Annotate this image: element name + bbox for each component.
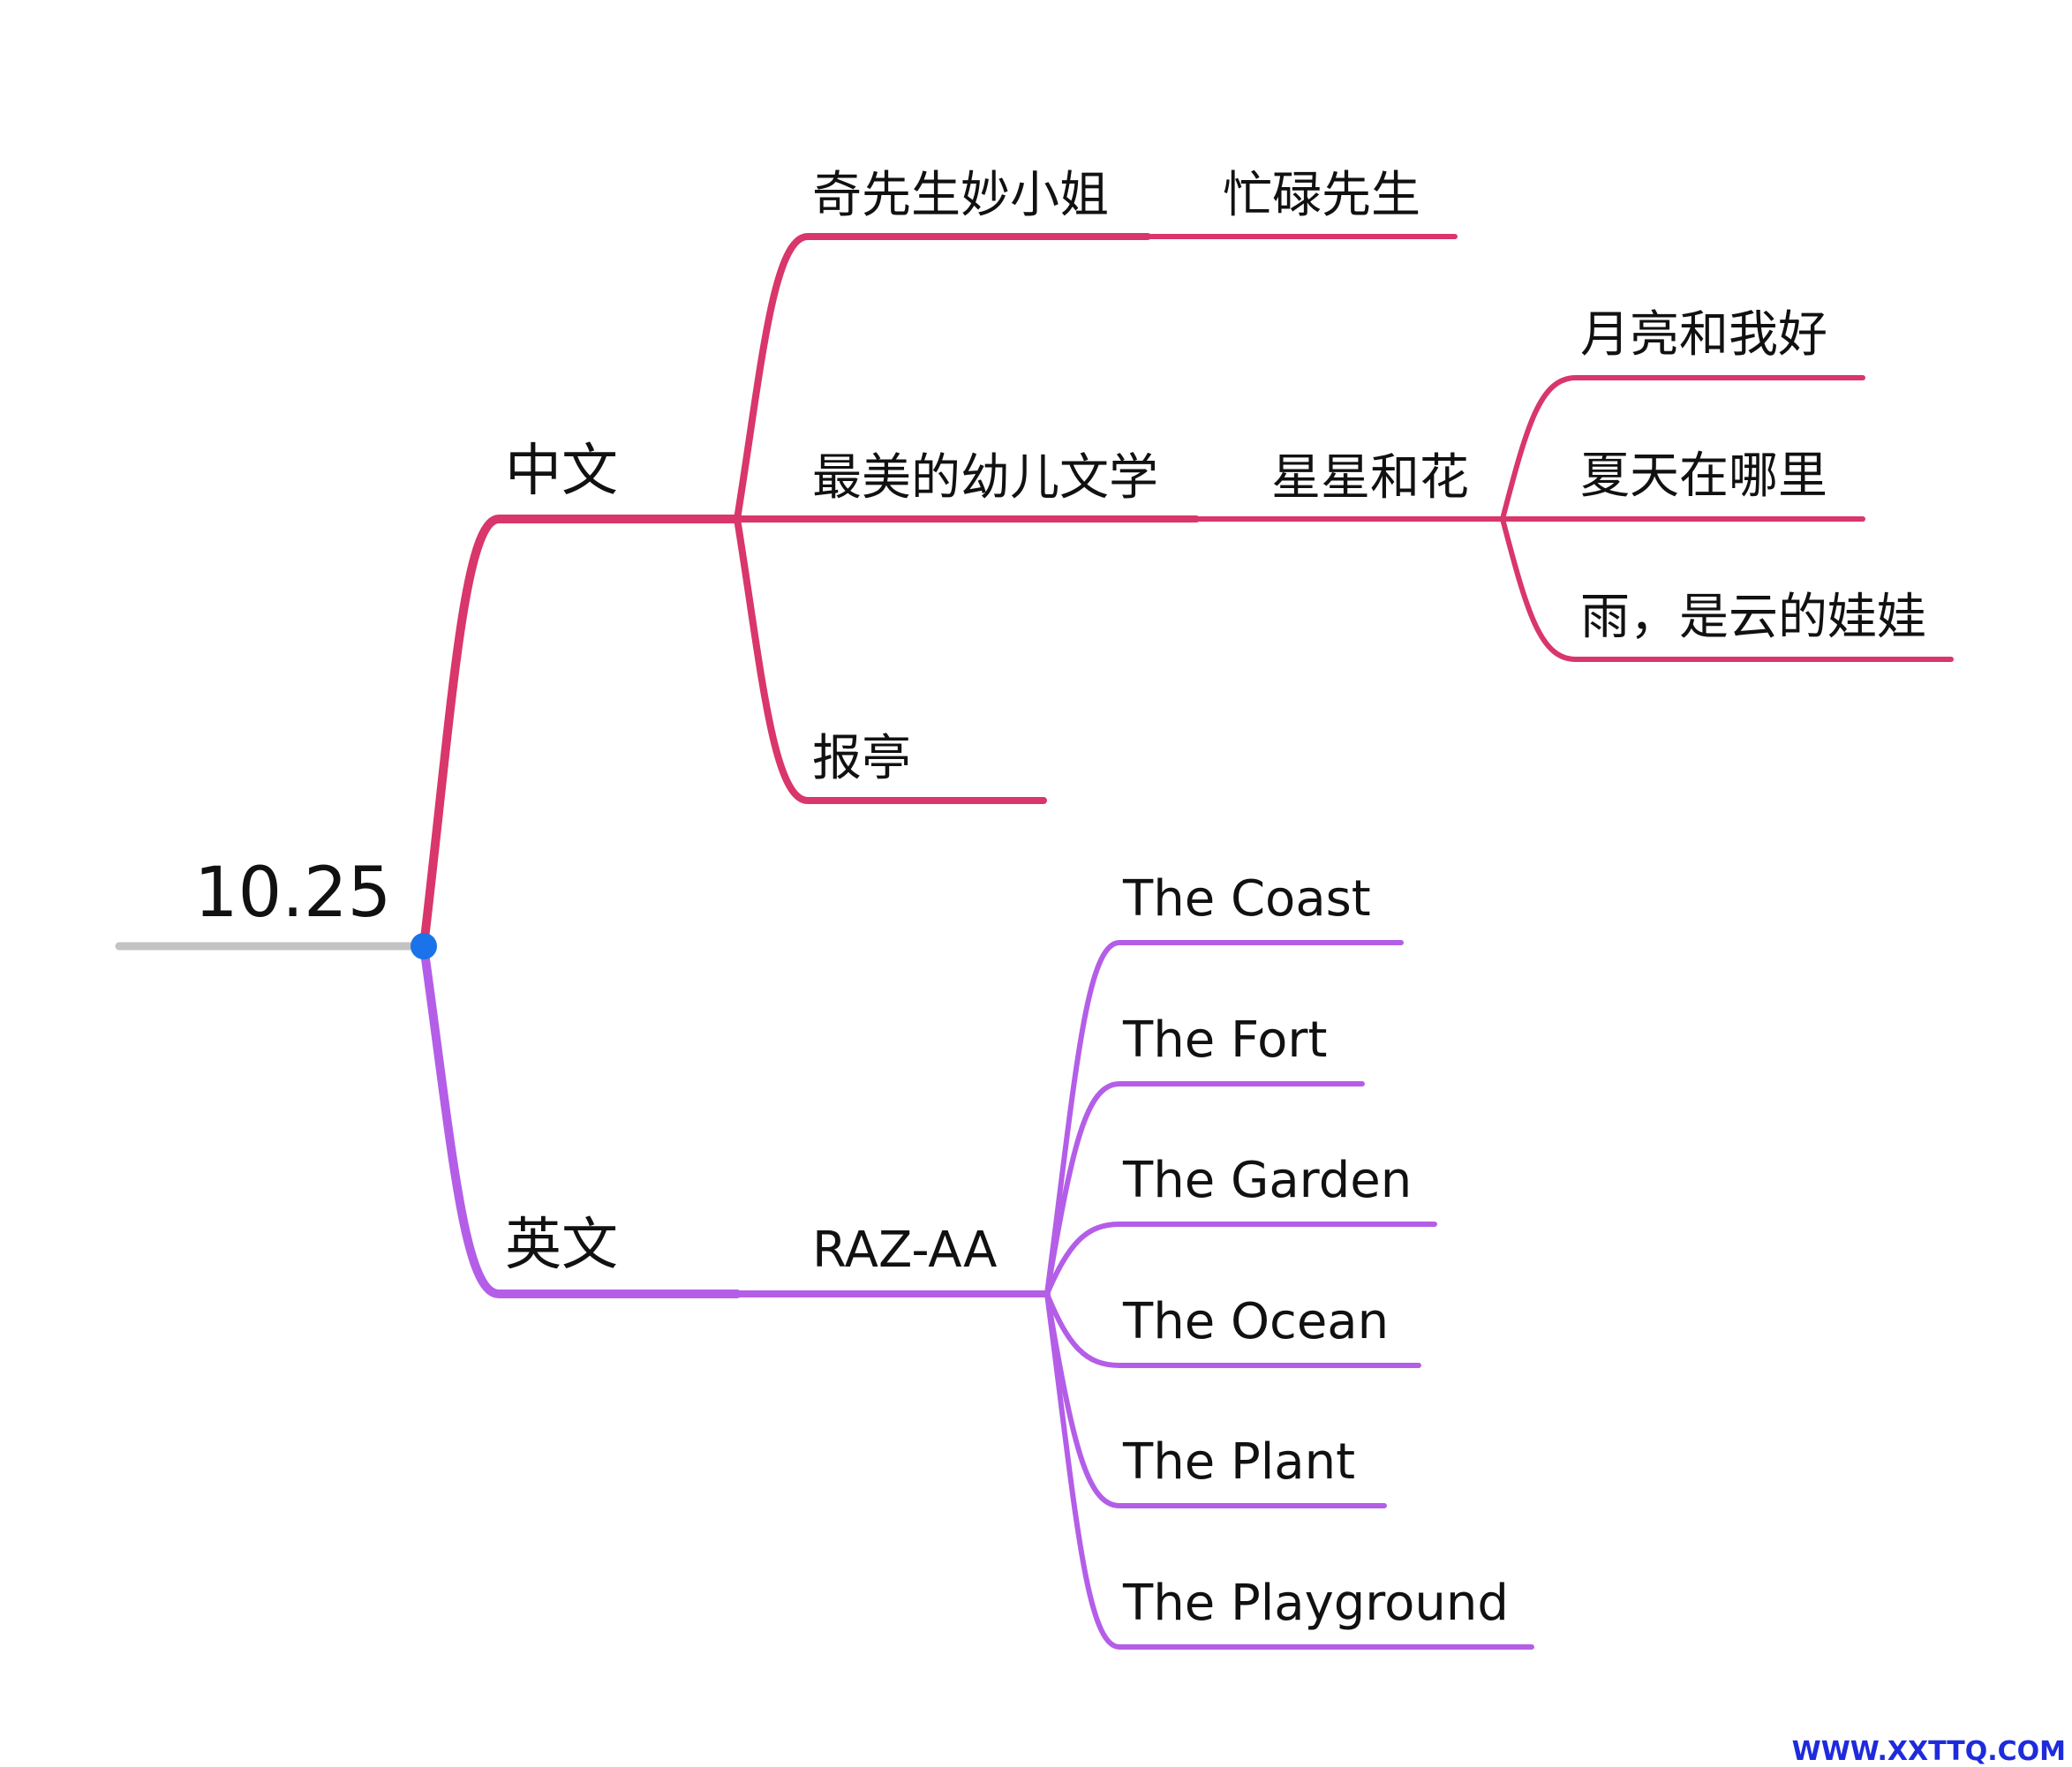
connector-xingxing-yu: [1500, 516, 1954, 662]
node-zuimei[interactable]: 最美的幼儿文学: [812, 449, 1158, 507]
connector-xingxing-yueliang: [1500, 375, 1865, 522]
connector-chinese-qi: [734, 233, 1151, 523]
connector-raz-garden: [1044, 1222, 1437, 1297]
node-qi-xiansheng[interactable]: 奇先生妙小姐: [812, 167, 1109, 224]
watermark-text: WWW.XXTTQ.COM: [1792, 1736, 2066, 1767]
node-baoting[interactable]: 报亭: [812, 730, 911, 787]
connector-raz-fort: [1044, 1081, 1365, 1297]
connector-raz-ocean: [1044, 1291, 1421, 1368]
node-chinese[interactable]: 中文: [505, 439, 618, 504]
node-the-playground[interactable]: The Playground: [1122, 1575, 1509, 1632]
chinese-branch-lines: [419, 233, 1954, 951]
node-yueliang[interactable]: 月亮和我好: [1580, 306, 1827, 364]
root-node-dot[interactable]: [411, 933, 437, 959]
node-yu[interactable]: 雨，是云的娃娃: [1580, 589, 1926, 646]
connector-raz-coast: [1044, 940, 1404, 1297]
connector-raz-playground: [1044, 1291, 1534, 1650]
node-raz-aa[interactable]: RAZ-AA: [812, 1222, 997, 1279]
connector-root-chinese: [419, 515, 742, 951]
root-label[interactable]: 10.25: [194, 853, 391, 933]
node-the-ocean[interactable]: The Ocean: [1122, 1293, 1389, 1350]
node-the-plant[interactable]: The Plant: [1122, 1433, 1355, 1491]
node-manglu-xiansheng[interactable]: 忙碌先生: [1223, 167, 1420, 224]
english-branch-lines: [419, 940, 1534, 1650]
node-the-garden[interactable]: The Garden: [1122, 1152, 1412, 1209]
connector-chinese-baoting: [734, 515, 1047, 804]
node-the-coast[interactable]: The Coast: [1122, 870, 1371, 928]
connector-root-english: [419, 942, 742, 1298]
node-xingxing-hehua[interactable]: 星星和花: [1271, 449, 1469, 507]
node-english[interactable]: 英文: [505, 1213, 618, 1278]
node-xiatian[interactable]: 夏天在哪里: [1580, 447, 1827, 505]
node-the-fort[interactable]: The Fort: [1122, 1011, 1327, 1069]
